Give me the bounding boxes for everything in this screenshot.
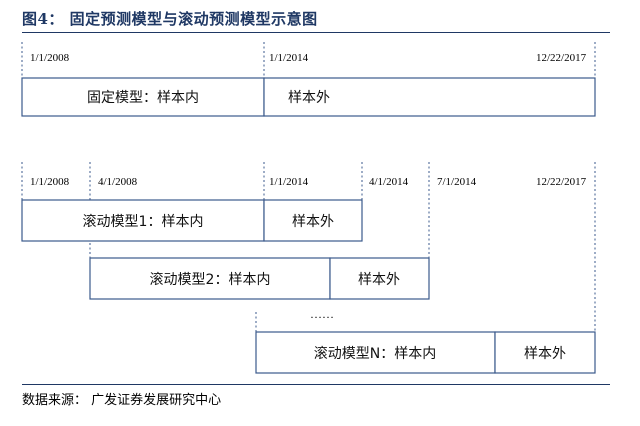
modelN-in-sample-box bbox=[255, 331, 496, 374]
modelN-out-sample-label: 样本外 bbox=[524, 346, 566, 362]
model2-in-sample-label: 滚动模型2：样本内 bbox=[150, 271, 271, 288]
model1-out-sample-label: 样本外 bbox=[292, 214, 334, 230]
fixed-out-sample-label: 样本外 bbox=[288, 90, 330, 106]
figure-title: 图4： 固定预测模型与滚动预测模型示意图 bbox=[22, 10, 318, 28]
rolling-date-3: 1/1/2014 bbox=[269, 176, 309, 188]
rolling-date-2: 4/1/2008 bbox=[98, 176, 138, 188]
fixed-in-sample-box bbox=[21, 77, 265, 117]
data-source: 数据来源： 广发证券发展研究中心 bbox=[22, 393, 222, 408]
model2-out-sample-box bbox=[329, 257, 430, 300]
rolling-date-1: 1/1/2008 bbox=[30, 176, 70, 188]
top-rule bbox=[22, 32, 610, 33]
fixed-date-split: 1/1/2014 bbox=[269, 52, 309, 64]
ellipsis: …… bbox=[310, 307, 334, 321]
model1-out-sample-box bbox=[263, 199, 363, 242]
modelN-in-sample-label: 滚动模型N：样本内 bbox=[314, 345, 436, 362]
model1-in-sample-label: 滚动模型1：样本内 bbox=[83, 213, 204, 230]
fixed-date-end: 12/22/2017 bbox=[536, 52, 587, 64]
modelN-out-sample-box bbox=[494, 331, 596, 374]
fixed-in-sample-label: 固定模型：样本内 bbox=[87, 90, 199, 106]
model2-out-sample-label: 样本外 bbox=[358, 272, 400, 288]
model1-in-sample-box bbox=[21, 199, 265, 242]
model2-in-sample-box bbox=[89, 257, 331, 300]
bottom-rule bbox=[22, 384, 610, 385]
fixed-date-start: 1/1/2008 bbox=[30, 52, 70, 64]
rolling-date-5: 7/1/2014 bbox=[437, 176, 477, 188]
rolling-date-6: 12/22/2017 bbox=[536, 176, 587, 188]
rolling-date-4: 4/1/2014 bbox=[369, 176, 409, 188]
fixed-out-sample-box bbox=[263, 77, 596, 117]
